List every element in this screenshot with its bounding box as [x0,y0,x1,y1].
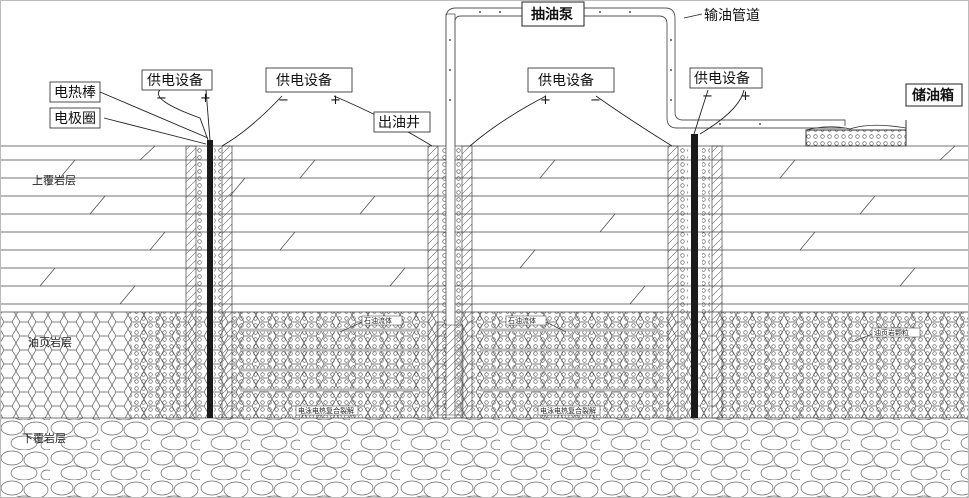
oil-shale-label: 油页岩层 [28,335,72,349]
power-supply-3-label: 供电设备 [538,72,594,89]
composite-annotation-1: 电泳电热复合裂解 [298,406,354,415]
power-4-minus: − [702,89,713,104]
heating-rod-right [691,134,698,418]
oil-shale-layer: 油页岩层 [0,312,969,418]
heating-well-right [668,134,722,418]
heating-rod-label: 电热棒 [54,85,96,101]
underburden-label: 下覆岩层 [22,431,66,445]
power-2-minus: − [278,93,289,108]
power-2-plus: + [330,93,341,108]
overburden-layer: 上覆岩层 [0,146,969,312]
shale-particle-annotation: 油页岩颗粒 [874,328,909,337]
heating-well-left [186,140,232,418]
oil-tank [806,120,906,146]
power-4-plus: + [740,89,751,104]
production-well-label: 出油井 [378,115,420,131]
electrode-ring-label: 电极圈 [54,111,96,127]
oil-tank-label: 储油箱 [911,87,954,104]
power-1-plus: + [200,91,211,106]
underburden-layer: 下覆岩层 [0,418,969,498]
power-supply-2-label: 供电设备 [276,72,332,89]
power-1-minus: − [156,91,167,106]
overburden-label: 上覆岩层 [32,173,76,187]
power-supply-4-label: 供电设备 [694,70,750,87]
power-3-plus: + [540,93,551,108]
power-supply-1-label: 供电设备 [147,72,203,89]
heating-rod-left [207,140,213,418]
oil-fluid-annotation-2: 石油流体 [508,316,536,325]
oil-fluid-annotation-1: 石油流体 [364,316,392,325]
oil-pipeline-route [446,8,845,146]
oil-pump-label: 抽油泵 [531,6,573,23]
composite-annotation-2: 电泳电热复合裂解 [540,406,596,415]
production-well [428,14,472,418]
oil-pipeline-label: 输油管道 [704,8,760,24]
power-3-minus: − [590,93,601,108]
